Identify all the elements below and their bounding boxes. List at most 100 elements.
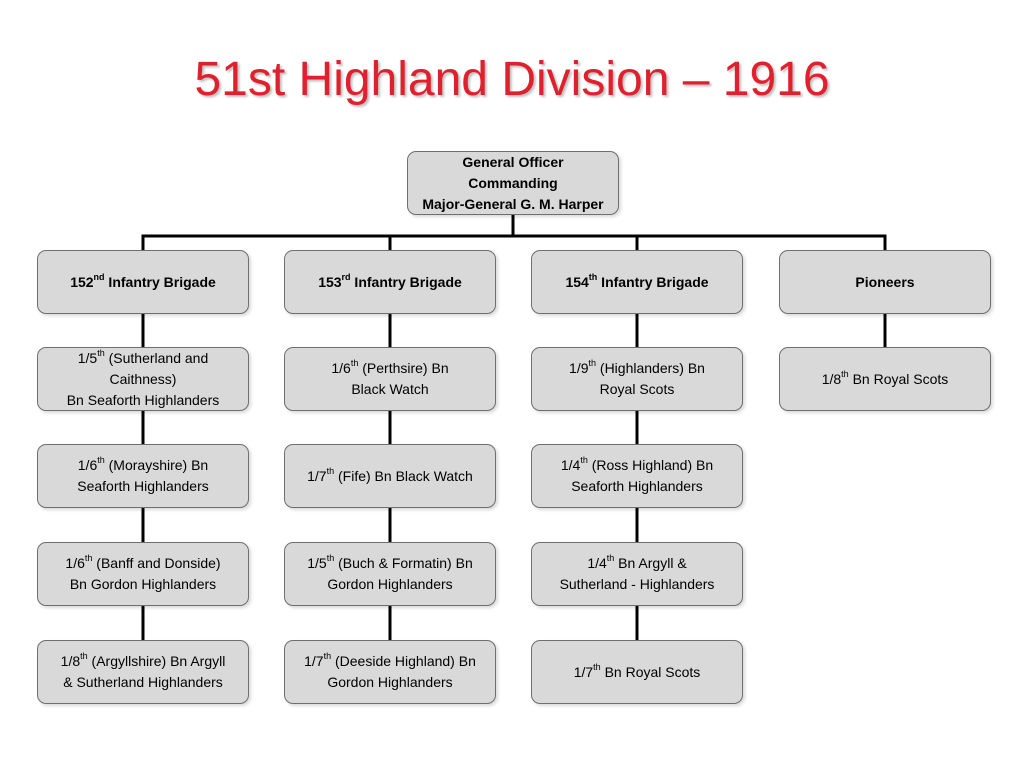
node-text-line: Commanding bbox=[422, 173, 603, 194]
battalion-node: 1/6th (Banff and Donside) Bn Gordon Highl… bbox=[37, 542, 249, 606]
node-text: 1/6 bbox=[77, 457, 98, 473]
slide-title: 51st Highland Division – 1916 bbox=[194, 53, 830, 106]
node-text-line: 1/6th (Morayshire) Bn bbox=[77, 455, 209, 476]
battalion-node: 1/6th (Perthsire) Bn Black Watch bbox=[284, 347, 496, 411]
node-text-line: 154th Infantry Brigade bbox=[565, 272, 708, 293]
node-text-line: 152nd Infantry Brigade bbox=[70, 272, 216, 293]
node-text-line: 1/6th (Banff and Donside) bbox=[65, 553, 220, 574]
node-text: 1/4 bbox=[560, 457, 581, 473]
brigade-header-node: 153rd Infantry Brigade bbox=[284, 250, 496, 314]
node-text-line: Royal Scots bbox=[569, 379, 705, 400]
brigade-header-node: 152nd Infantry Brigade bbox=[37, 250, 249, 314]
node-text-line: Caithness) bbox=[67, 369, 220, 390]
ordinal-suffix: th bbox=[80, 651, 88, 662]
node-text: Infantry Brigade bbox=[104, 273, 216, 290]
ordinal-suffix: rd bbox=[341, 271, 351, 282]
node-text-line: Bn Gordon Highlanders bbox=[65, 574, 220, 595]
node-text: General Officer bbox=[462, 153, 564, 170]
ordinal-suffix: th bbox=[97, 347, 105, 358]
node-text: Infantry Brigade bbox=[597, 273, 709, 290]
node-text-line: 153rd Infantry Brigade bbox=[318, 272, 462, 293]
ordinal-suffix: th bbox=[580, 455, 588, 466]
node-text: 1/7 bbox=[307, 467, 327, 484]
ordinal-suffix: th bbox=[593, 661, 601, 672]
node-text: (Argyllshire) Bn Argyll bbox=[87, 653, 226, 669]
node-text-line: 1/9th (Highlanders) Bn bbox=[569, 358, 705, 379]
node-text-line: 1/8th Bn Royal Scots bbox=[822, 369, 949, 390]
node-text: 154 bbox=[565, 273, 589, 290]
ordinal-suffix: th bbox=[350, 358, 359, 369]
node-text: 1/7 bbox=[573, 663, 594, 680]
node-text-line: 1/5th (Sutherland and bbox=[67, 348, 220, 369]
ordinal-suffix: th bbox=[606, 553, 615, 564]
node-text: (Fife) Bn Black Watch bbox=[334, 467, 473, 484]
node-text: & Sutherland Highlanders bbox=[63, 674, 223, 690]
node-text: (Banff and Donside) bbox=[92, 555, 221, 571]
battalion-node: 1/8th (Argyllshire) Bn Argyll & Sutherlan… bbox=[37, 640, 249, 704]
node-text: Bn Royal Scots bbox=[848, 370, 949, 387]
node-text: Bn Royal Scots bbox=[600, 663, 701, 680]
node-text: Gordon Highlanders bbox=[327, 576, 453, 592]
node-text-line: Pioneers bbox=[855, 272, 914, 293]
node-text: 1/7 bbox=[304, 653, 324, 669]
node-text-line: 1/6th (Perthsire) Bn bbox=[331, 358, 448, 379]
node-text: 152 bbox=[70, 273, 94, 290]
ordinal-suffix: th bbox=[323, 651, 332, 662]
node-text-line: Black Watch bbox=[331, 379, 448, 400]
node-text-line: Bn Seaforth Highlanders bbox=[67, 390, 220, 411]
battalion-node: 1/4th Bn Argyll & Sutherland - Highlander… bbox=[531, 542, 743, 606]
node-text: 1/4 bbox=[587, 555, 607, 571]
battalion-node: 1/8th Bn Royal Scots bbox=[779, 347, 991, 411]
node-text-line: 1/7th Bn Royal Scots bbox=[574, 662, 701, 683]
node-text-line: 1/4th Bn Argyll & bbox=[560, 553, 715, 574]
ordinal-suffix: th bbox=[326, 465, 335, 476]
ordinal-suffix: th bbox=[841, 368, 849, 379]
node-text: 1/9 bbox=[569, 360, 589, 376]
brigade-header-node: Pioneers bbox=[779, 250, 991, 314]
node-text: Gordon Highlanders bbox=[327, 674, 453, 690]
node-text: Caithness) bbox=[109, 370, 177, 387]
ordinal-suffix: th bbox=[588, 358, 597, 369]
node-text-line: 1/7th (Deeside Highland) Bn bbox=[304, 651, 476, 672]
battalion-node: 1/7th (Deeside Highland) Bn Gordon Highla… bbox=[284, 640, 496, 704]
node-text: (Buch & Formatin) Bn bbox=[334, 555, 473, 571]
node-text: 1/8 bbox=[60, 653, 81, 669]
node-text: Sutherland - Highlanders bbox=[559, 576, 715, 592]
ordinal-suffix: nd bbox=[93, 271, 105, 282]
node-text: (Sutherland and bbox=[104, 349, 209, 366]
node-text: 1/8 bbox=[821, 370, 842, 387]
node-text: 153 bbox=[318, 273, 342, 290]
node-text: 1/6 bbox=[65, 555, 85, 571]
node-text-line: 1/8th (Argyllshire) Bn Argyll bbox=[61, 651, 226, 672]
node-text-line: Gordon Highlanders bbox=[307, 574, 472, 595]
node-text: Pioneers bbox=[855, 273, 915, 290]
ordinal-suffix: th bbox=[84, 553, 93, 564]
node-text: 1/5 bbox=[307, 555, 327, 571]
brigade-header-node: 154th Infantry Brigade bbox=[531, 250, 743, 314]
node-text-line: Sutherland - Highlanders bbox=[560, 574, 715, 595]
node-text: Black Watch bbox=[351, 381, 429, 397]
node-text-line: Seaforth Highlanders bbox=[561, 476, 713, 497]
node-text: Bn Gordon Highlanders bbox=[69, 576, 217, 592]
node-text-line: Gordon Highlanders bbox=[304, 672, 476, 693]
node-text: (Highlanders) Bn bbox=[596, 360, 705, 376]
ordinal-suffix: th bbox=[588, 271, 598, 282]
node-text: Seaforth Highlanders bbox=[571, 478, 703, 494]
battalion-node: 1/6th (Morayshire) Bn Seaforth Highlander… bbox=[37, 444, 249, 508]
node-text: Bn Argyll & bbox=[614, 555, 687, 571]
node-text: Bn Seaforth Highlanders bbox=[66, 391, 220, 408]
battalion-node: 1/5th (Buch & Formatin) Bn Gordon Highlan… bbox=[284, 542, 496, 606]
node-text: 1/6 bbox=[331, 360, 351, 376]
node-text-line: Major-General G. M. Harper bbox=[422, 194, 603, 215]
battalion-node: 1/7th (Fife) Bn Black Watch bbox=[284, 444, 496, 508]
node-text-line: 1/7th (Fife) Bn Black Watch bbox=[307, 466, 473, 487]
ordinal-suffix: th bbox=[326, 553, 335, 564]
node-text-line: 1/5th (Buch & Formatin) Bn bbox=[307, 553, 472, 574]
node-text: Commanding bbox=[468, 174, 558, 191]
node-text: Seaforth Highlanders bbox=[77, 478, 209, 494]
ordinal-suffix: th bbox=[97, 455, 105, 466]
node-text: (Morayshire) Bn bbox=[104, 457, 209, 473]
